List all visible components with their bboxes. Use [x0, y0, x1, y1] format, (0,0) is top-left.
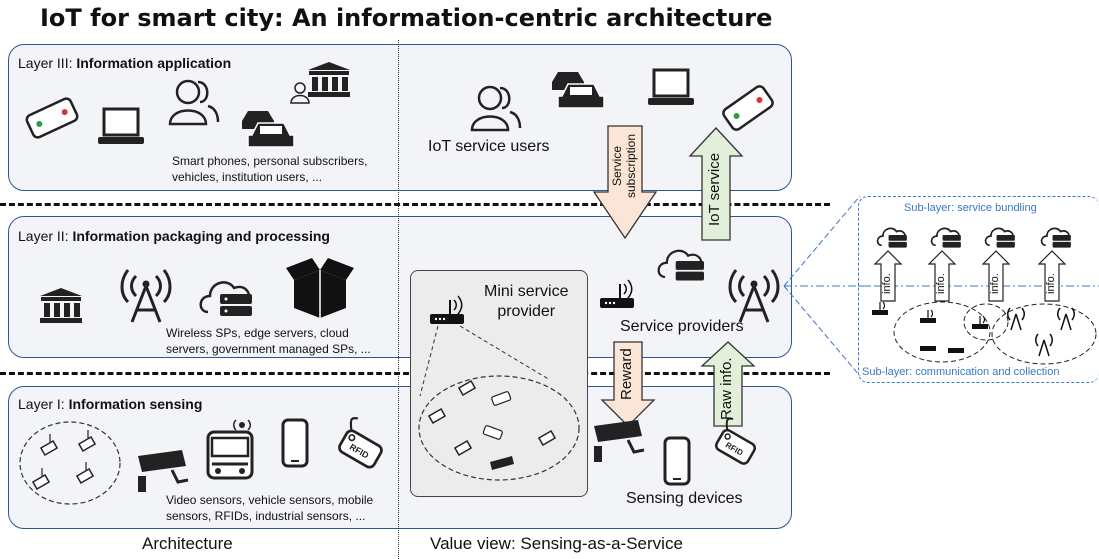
sensor-cluster-ellipse	[418, 375, 580, 481]
sublayer-connector-lines	[783, 195, 870, 377]
iot-service-label: IoT service	[706, 152, 723, 226]
footer-value-view: Value view: Sensing-as-a-Service	[430, 534, 683, 553]
mobile-phone-icon	[663, 436, 691, 486]
vehicles-icon	[552, 72, 605, 109]
info-arrow	[981, 250, 1011, 302]
institution-icon	[40, 288, 82, 323]
rfid-tag-icon: RFID	[714, 417, 757, 465]
router-icon	[430, 295, 464, 324]
raw-info-label: Raw info.	[718, 357, 735, 420]
raw-info-arrow	[700, 341, 756, 427]
laptop-icon	[648, 68, 694, 105]
info-arrow	[1037, 250, 1067, 302]
info-arrow	[927, 250, 957, 302]
institution-icon	[308, 62, 350, 97]
users-icon	[168, 79, 220, 126]
reward-label: Reward	[618, 348, 635, 400]
layer1-label: Layer I: Information sensing	[18, 396, 203, 412]
iot-service-users-label: IoT service users	[428, 138, 550, 155]
sensor-cluster-icon	[19, 421, 121, 505]
page-title: IoT for smart city: An information-centr…	[40, 4, 773, 32]
mini-service-provider-box	[410, 270, 588, 497]
service-providers-label: Service providers	[620, 318, 744, 335]
cloud-server-icon	[199, 281, 252, 316]
smartphone-icon	[722, 85, 774, 131]
sublayer-bottom-title: Sub-layer: communication and collection	[862, 366, 1060, 378]
smartphone-icon	[25, 97, 79, 139]
laptop-icon	[98, 107, 144, 144]
layer3-caption: Smart phones, personal subscribers,vehic…	[172, 154, 368, 184]
layer2-label: Layer II: Information packaging and proc…	[18, 228, 330, 244]
cloud-server-icon	[984, 227, 1015, 248]
cloud-server-icon	[657, 249, 704, 281]
reward-arrow	[600, 341, 656, 427]
mobile-phone-icon	[281, 418, 309, 468]
separator-top	[0, 203, 830, 206]
rfid-tag-icon: RFID	[338, 417, 383, 469]
cctv-camera-icon	[138, 450, 189, 492]
cctv-camera-icon	[594, 420, 645, 462]
antenna-icon	[728, 269, 780, 323]
view-separator	[398, 40, 399, 559]
router-icon	[600, 279, 634, 308]
antenna-icon	[120, 269, 172, 323]
user-icon	[470, 85, 522, 132]
footer-architecture: Architecture	[142, 534, 233, 553]
package-box-icon	[286, 258, 354, 318]
projection-lines	[419, 325, 551, 397]
institution-user-icon	[290, 82, 310, 104]
cloud-server-icon	[876, 227, 907, 248]
layer2-panel	[8, 216, 792, 358]
iot-service-arrow	[688, 127, 744, 241]
sublayer-top-title: Sub-layer: service bundling	[904, 202, 1037, 214]
info-arrow	[873, 250, 903, 302]
bus-icon	[206, 419, 254, 480]
layer3-label: Layer III: Information application	[18, 55, 232, 71]
vehicles-icon	[242, 111, 295, 148]
sublayer-box	[858, 196, 1099, 383]
service-subscription-arrow	[592, 125, 658, 240]
sensing-devices-label: Sensing devices	[626, 490, 743, 507]
communication-cluster	[872, 301, 1097, 365]
cloud-server-icon	[930, 227, 961, 248]
cloud-server-icon	[1040, 227, 1071, 248]
